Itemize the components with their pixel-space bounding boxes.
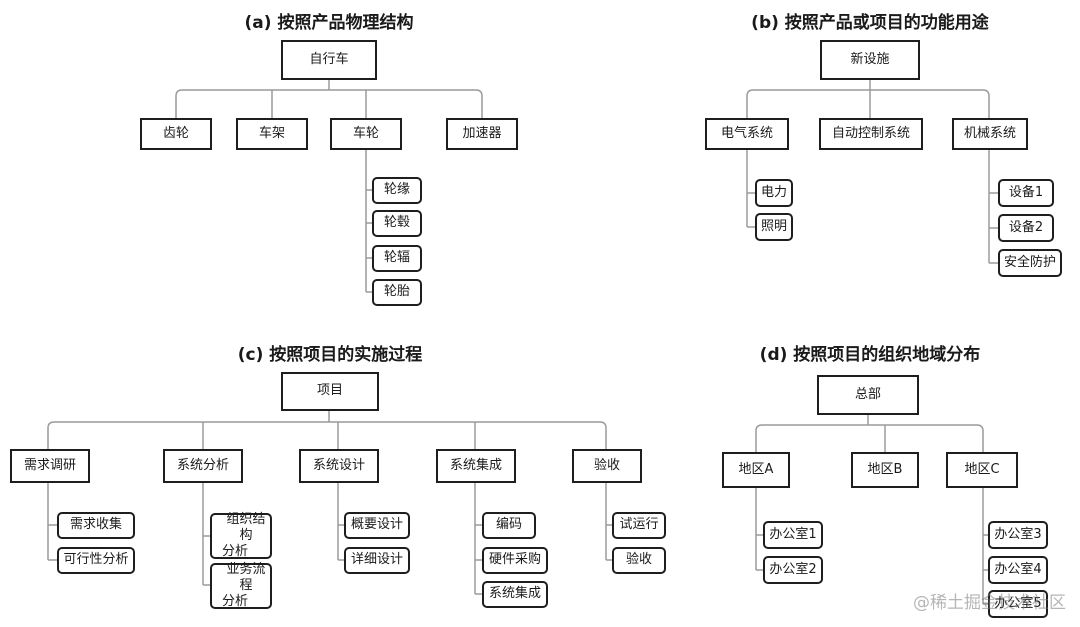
node-rim: 轮缘 xyxy=(372,177,422,204)
node-mechanical-system: 机械系统 xyxy=(952,118,1028,150)
node-office-1: 办公室1 xyxy=(763,521,823,549)
node-gear: 齿轮 xyxy=(140,118,212,150)
node-requirement-gathering: 需求收集 xyxy=(57,512,135,539)
node-system-analysis: 系统分析 xyxy=(163,449,243,483)
node-org-structure-analysis-line2: 分析 xyxy=(222,544,249,560)
node-headquarters: 总部 xyxy=(817,375,919,415)
node-accelerator: 加速器 xyxy=(446,118,518,150)
node-wheel: 车轮 xyxy=(330,118,402,150)
node-business-process-analysis-line1: 业务流程 xyxy=(226,561,266,593)
node-electrical-system: 电气系统 xyxy=(705,118,789,150)
node-equipment-1: 设备1 xyxy=(998,179,1054,207)
node-system-integration: 系统集成 xyxy=(436,449,516,483)
node-business-process-analysis-line2: 分析 xyxy=(222,594,249,610)
node-requirement-research: 需求调研 xyxy=(10,449,90,483)
node-office-4: 办公室4 xyxy=(988,556,1048,584)
node-office-2: 办公室2 xyxy=(763,556,823,584)
title-c: (c) 按照项目的实施过程 xyxy=(237,345,423,365)
node-region-a: 地区A xyxy=(722,452,790,488)
node-office-3: 办公室3 xyxy=(988,521,1048,549)
node-office-5: 办公室5 xyxy=(988,590,1048,618)
node-detailed-design: 详细设计 xyxy=(344,547,410,574)
node-feasibility-analysis: 可行性分析 xyxy=(57,547,135,574)
node-system-integration-task: 系统集成 xyxy=(482,581,548,608)
node-auto-control-system: 自动控制系统 xyxy=(819,118,923,150)
node-outline-design: 概要设计 xyxy=(344,512,410,539)
node-org-structure-analysis: 组织结构 分析 xyxy=(210,511,272,560)
node-business-process-analysis: 业务流程 分析 xyxy=(210,561,272,610)
title-a: (a) 按照产品物理结构 xyxy=(244,13,414,33)
node-final-acceptance: 验收 xyxy=(612,547,666,574)
node-equipment-2: 设备2 xyxy=(998,214,1054,242)
node-new-facility: 新设施 xyxy=(820,40,920,80)
node-coding: 编码 xyxy=(482,512,536,539)
node-lighting: 照明 xyxy=(755,213,793,241)
node-bicycle: 自行车 xyxy=(281,40,377,80)
node-spoke: 轮辐 xyxy=(372,245,422,272)
node-region-b: 地区B xyxy=(851,452,919,488)
node-power: 电力 xyxy=(755,179,793,207)
node-trial-run: 试运行 xyxy=(612,512,666,539)
watermark: @稀土掘金技术社区 xyxy=(913,593,1066,613)
node-frame: 车架 xyxy=(236,118,308,150)
title-d: (d) 按照项目的组织地域分布 xyxy=(759,345,981,365)
title-b: (b) 按照产品或项目的功能用途 xyxy=(751,13,989,33)
node-acceptance: 验收 xyxy=(572,449,642,483)
node-tire: 轮胎 xyxy=(372,279,422,306)
node-system-design: 系统设计 xyxy=(299,449,379,483)
node-region-c: 地区C xyxy=(946,452,1018,488)
node-hardware-procurement: 硬件采购 xyxy=(482,547,548,574)
node-safety-protection: 安全防护 xyxy=(998,249,1062,277)
node-org-structure-analysis-line1: 组织结构 xyxy=(226,511,266,543)
node-hub: 轮毂 xyxy=(372,210,422,237)
node-project: 项目 xyxy=(281,372,379,411)
